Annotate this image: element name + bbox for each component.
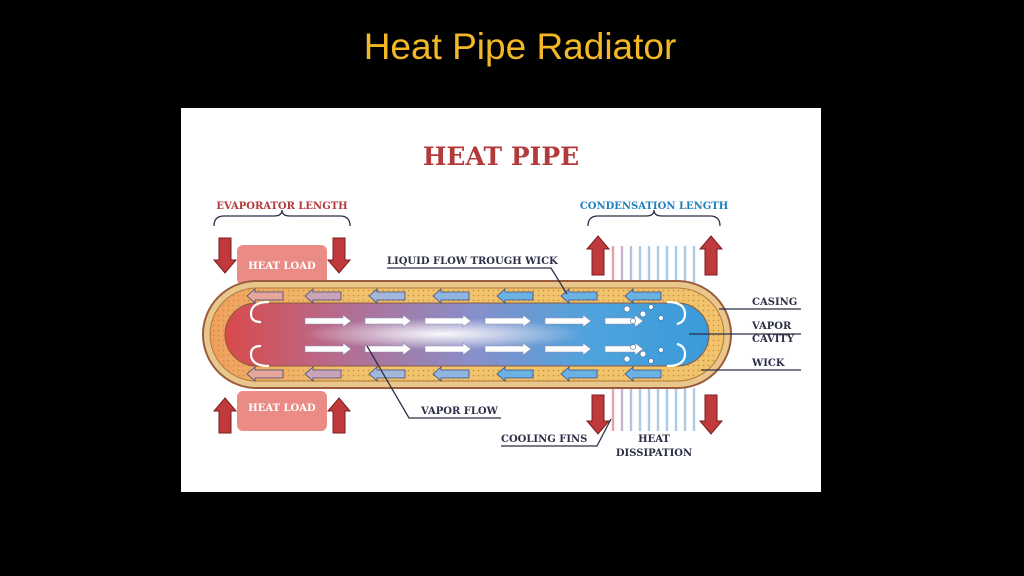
cooling-fins-bottom bbox=[611, 388, 696, 431]
condensation-brace bbox=[587, 209, 721, 227]
condensate-droplets bbox=[623, 304, 664, 364]
wick-label: WICK bbox=[751, 358, 785, 369]
heat-pipe-diagram: HEAT PIPE EVAPORATOR LENGTH CONDENSATION… bbox=[181, 108, 821, 492]
heat-load-label-bottom: HEAT LOAD bbox=[248, 403, 316, 414]
heat-load-box-bottom bbox=[237, 391, 327, 431]
vapor-flow-label: VAPOR FLOW bbox=[420, 406, 499, 417]
condensation-length-label: CONDENSATION LENGTH bbox=[580, 201, 728, 212]
callout-lines bbox=[366, 267, 801, 447]
evaporator-length-label: EVAPORATOR LENGTH bbox=[216, 201, 347, 212]
vapor-cavity-label-1: VAPOR bbox=[751, 321, 792, 332]
end-loop-arrows bbox=[249, 300, 687, 368]
cooling-fins-label: COOLING FINS bbox=[501, 434, 587, 445]
heat-dissipation-label-2: DISSIPATION bbox=[616, 448, 692, 459]
diagram-title: HEAT PIPE bbox=[423, 142, 579, 171]
evaporator-brace bbox=[213, 209, 351, 227]
casing-label: CASING bbox=[752, 297, 797, 308]
heat-load-box-top bbox=[237, 245, 327, 285]
heat-in-arrows bbox=[212, 237, 352, 434]
slide-title: Heat Pipe Radiator bbox=[363, 26, 677, 67]
liquid-flow-label: LIQUID FLOW TROUGH WICK bbox=[387, 256, 558, 267]
vapor-cavity-label-2: CAVITY bbox=[752, 334, 795, 345]
heat-dissipation-label-1: HEAT bbox=[638, 434, 670, 445]
heat-load-label-top: HEAT LOAD bbox=[248, 261, 316, 272]
vapor-plume bbox=[303, 318, 583, 350]
heat-out-arrows bbox=[585, 235, 724, 435]
liquid-flow-arrows bbox=[246, 288, 662, 382]
